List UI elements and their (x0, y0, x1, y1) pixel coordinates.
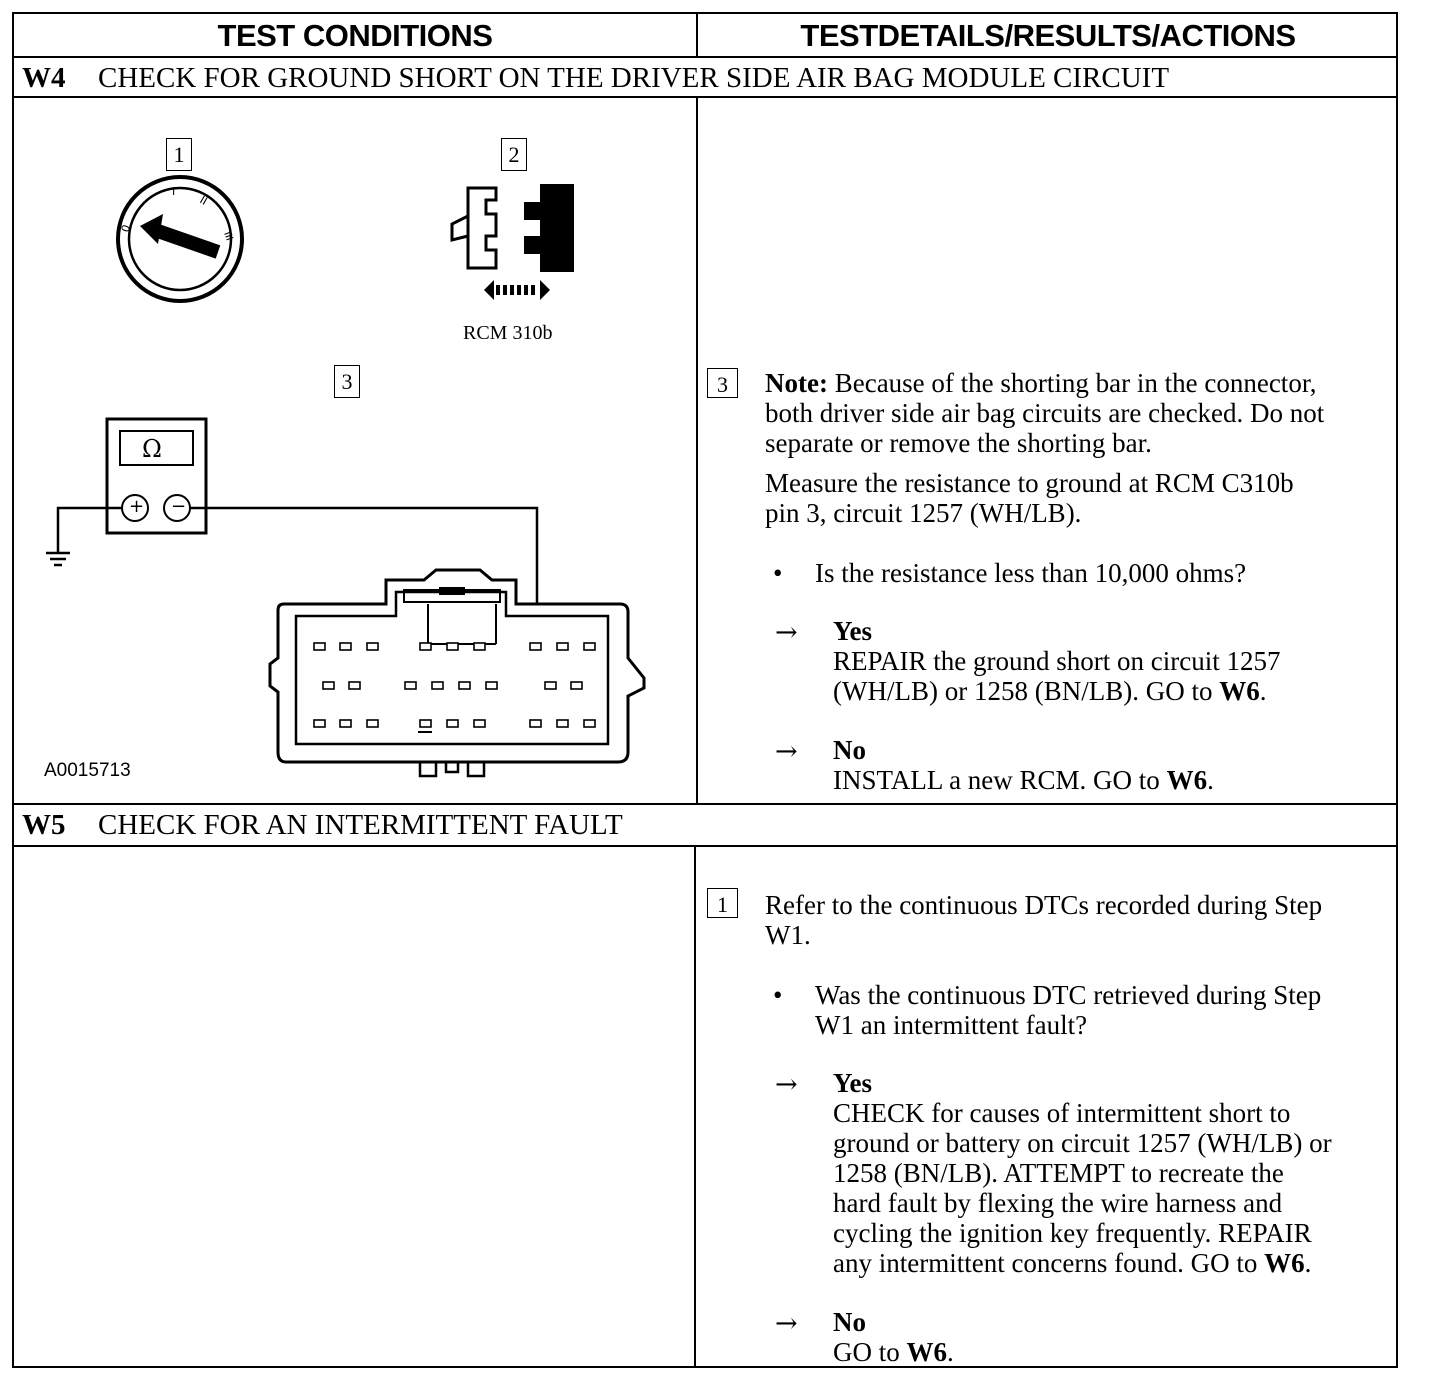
w5-no-label: No (833, 1307, 866, 1337)
svg-text:III: III (221, 230, 234, 242)
rule-header (12, 56, 1398, 58)
w4-diagram: 0 I II III (46, 175, 646, 778)
w5-yes-line-2: ground or battery on circuit 1257 (WH/LB… (833, 1128, 1332, 1158)
connector-disconnect-icon (450, 184, 574, 300)
meter-plus-symbol: + (129, 496, 145, 517)
w5-question-line-1: Was the continuous DTC retrieved during … (815, 980, 1322, 1010)
ignition-switch-icon: 0 I II III (116, 175, 244, 303)
w5-yes-period: . (1304, 1248, 1312, 1278)
no-arrow-icon: → (775, 736, 798, 767)
svg-text:0: 0 (119, 223, 134, 234)
col-divider-w4 (696, 96, 698, 805)
note-text-1: Because of the shorting bar in the conne… (827, 368, 1317, 398)
w4-no-text: INSTALL a new RCM. GO to (833, 765, 1167, 795)
w5-no-goto: W6 (906, 1337, 948, 1367)
step-w4-heading: W4 CHECK FOR GROUND SHORT ON THE DRIVER S… (22, 58, 1169, 98)
w4-no-goto: W6 (1166, 765, 1208, 795)
w4-yes-label: Yes (833, 616, 872, 646)
yes-arrow-icon: → (775, 617, 798, 648)
header-test-conditions: TEST CONDITIONS (217, 18, 493, 53)
w5-yes-goto: W6 (1264, 1248, 1305, 1278)
step-w5-heading: W5 CHECK FOR AN INTERMITTENT FAULT (22, 805, 623, 845)
w5-refer-line-1: Refer to the continuous DTCs recorded du… (765, 890, 1323, 920)
w5-yes-line-4: hard fault by flexing the wire harness a… (833, 1188, 1283, 1218)
bullet-marker-w5: • (773, 980, 783, 1010)
svg-text:I: I (172, 185, 175, 198)
table-frame (12, 12, 1398, 1368)
w5-yes-line-6: any intermittent concerns found. GO to W… (833, 1248, 1311, 1278)
w5-yes-line-1: CHECK for causes of intermittent short t… (833, 1098, 1291, 1128)
w4-yes-line-1: REPAIR the ground short on circuit 1257 (833, 646, 1281, 676)
rule-w5-title (12, 845, 1398, 847)
w4-no-period: . (1207, 765, 1214, 795)
svg-text:II: II (198, 193, 210, 208)
step-w5-id: W5 (22, 809, 66, 841)
ground-wire (46, 506, 122, 567)
w5-no-arrow-icon: → (775, 1308, 798, 1339)
detail-step-3-box: 3 (707, 368, 738, 398)
rcm-connector-icon (268, 568, 646, 778)
col-divider-w5 (694, 845, 696, 1368)
w4-question: Is the resistance less than 10,000 ohms? (815, 558, 1247, 588)
w4-yes-line-2: (WH/LB) or 1258 (BN/LB). GO to W6. (833, 676, 1266, 706)
w5-yes-line-5: cycling the ignition key frequently. REP… (833, 1218, 1312, 1248)
step-w5-title: CHECK FOR AN INTERMITTENT FAULT (98, 809, 623, 841)
figure-step-2-box: 2 (501, 138, 527, 171)
col-divider-header (696, 12, 698, 58)
rule-w4-title (12, 96, 1398, 98)
w5-question-line-2: W1 an intermittent fault? (815, 1010, 1088, 1040)
w4-no-line-1: INSTALL a new RCM. GO to W6. (833, 765, 1214, 795)
w5-yes-text: any intermittent concerns found. GO to (833, 1248, 1265, 1278)
multimeter-icon (105, 417, 208, 535)
note-label: Note: (765, 368, 828, 398)
meter-ohm-symbol: Ω (142, 435, 162, 463)
w5-refer-line-2: W1. (765, 920, 811, 950)
note-line-3: separate or remove the shorting bar. (765, 428, 1152, 458)
w5-yes-line-3: 1258 (BN/LB). ATTEMPT to recreate the (833, 1158, 1284, 1188)
detail-step-1-box: 1 (707, 888, 738, 918)
connector-label: RCM 310b (463, 322, 553, 344)
w5-yes-label: Yes (833, 1068, 872, 1098)
w4-no-label: No (833, 735, 866, 765)
step-w4-title: CHECK FOR GROUND SHORT ON THE DRIVER SID… (98, 62, 1170, 94)
note-line-2: both driver side air bag circuits are ch… (765, 398, 1325, 428)
w4-yes-goto: W6 (1219, 676, 1260, 706)
figure-code: A0015713 (44, 760, 131, 781)
step-w4-id: W4 (22, 62, 66, 94)
probe-wire (190, 506, 539, 612)
w4-yes-text: (WH/LB) or 1258 (BN/LB). GO to (833, 676, 1220, 706)
w4-yes-period: . (1259, 676, 1267, 706)
bullet-marker: • (773, 558, 783, 588)
w5-no-text: GO to (833, 1337, 907, 1367)
header-test-details: TESTDETAILS/RESULTS/ACTIONS (800, 18, 1296, 53)
w5-yes-arrow-icon: → (775, 1069, 798, 1100)
measure-line-1: Measure the resistance to ground at RCM … (765, 468, 1294, 498)
rule-w5-start (12, 803, 1398, 805)
w5-no-period: . (947, 1337, 954, 1367)
meter-minus-symbol: − (171, 496, 187, 517)
w5-no-line-1: GO to W6. (833, 1337, 954, 1367)
figure-step-3-box: 3 (334, 365, 360, 398)
measure-line-2: pin 3, circuit 1257 (WH/LB). (765, 498, 1082, 528)
figure-step-1-box: 1 (166, 138, 192, 171)
note-line-1: Note: Because of the shorting bar in the… (765, 368, 1316, 398)
